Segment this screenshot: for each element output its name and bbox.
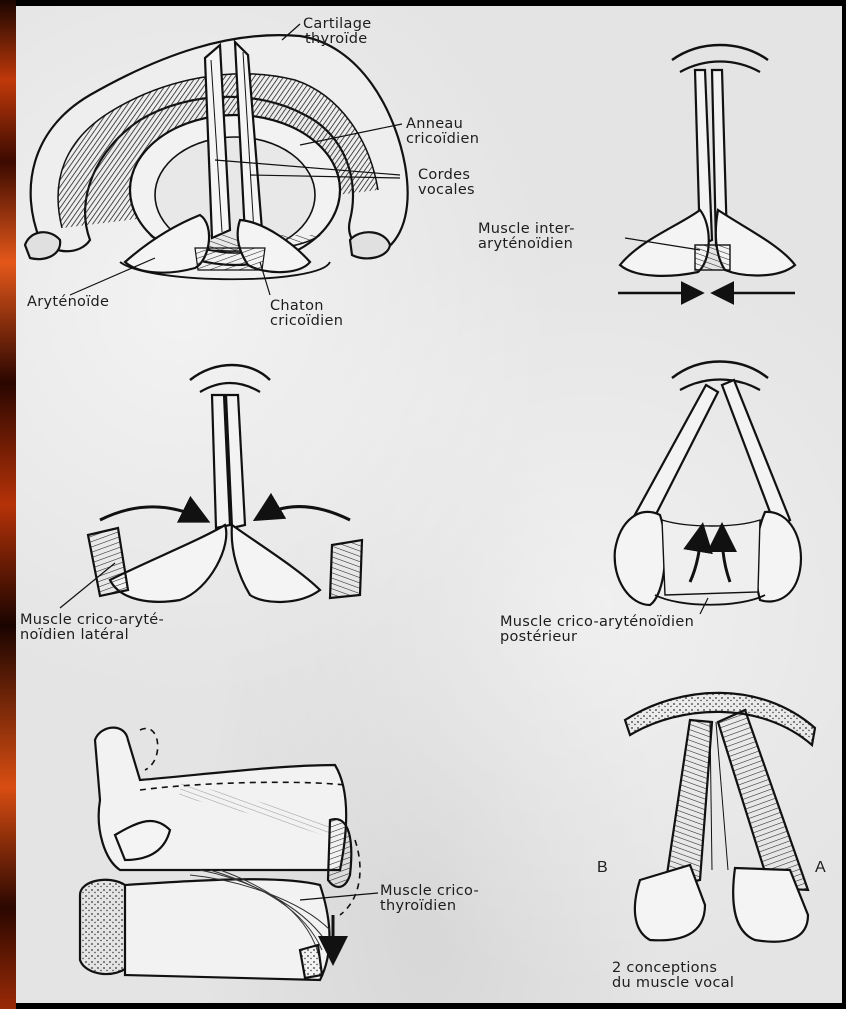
fig-larynx-top-view [25, 24, 408, 295]
label-letter-b: B [597, 859, 608, 877]
label-line: Muscle crico-aryté- [20, 613, 164, 628]
label-anneau-cricoidien: Anneau cricoïdien [406, 117, 479, 147]
label-line: 2 conceptions [612, 961, 734, 976]
label-cartilage-thyroide: Cartilage thyroïde [303, 17, 371, 47]
label-line: Cartilage [303, 17, 371, 32]
fig-inter-arytenoid [618, 45, 795, 293]
label-line: postérieur [500, 630, 694, 645]
fig-crico-thyroid-lateral [80, 728, 378, 980]
label-line: Cordes [418, 168, 475, 183]
label-line: Chaton [270, 299, 343, 314]
label-line: thyroïdien [380, 899, 479, 914]
label-crico-thyroidien: Muscle crico- thyroïdien [380, 884, 479, 914]
label-muscle-inter-arytenoidien: Muscle inter- aryténoïdien [478, 222, 575, 252]
label-line: Muscle crico-aryténoïdien [500, 615, 694, 630]
label-line: cricoïdien [270, 314, 343, 329]
label-line: Aryténoïde [27, 295, 109, 310]
fig-posterior-crico-arytenoid [615, 362, 801, 615]
fig-lateral-crico-arytenoid [60, 365, 362, 608]
label-line: Muscle inter- [478, 222, 575, 237]
label-chaton-cricoidien: Chaton cricoïdien [270, 299, 343, 329]
label-line: aryténoïdien [478, 237, 575, 252]
fig-vocal-muscle-conceptions [625, 693, 815, 942]
label-crico-arytenoidien-lateral: Muscle crico-aryté- noïdien latéral [20, 613, 164, 643]
label-line: cricoïdien [406, 132, 479, 147]
label-cordes-vocales: Cordes vocales [418, 168, 475, 198]
label-crico-arytenoidien-posterieur: Muscle crico-aryténoïdien postérieur [500, 615, 694, 645]
label-line: du muscle vocal [612, 976, 734, 991]
label-conceptions-muscle-vocal: 2 conceptions du muscle vocal [612, 961, 734, 991]
label-line: noïdien latéral [20, 628, 164, 643]
label-line: thyroïde [303, 32, 371, 47]
label-line: Muscle crico- [380, 884, 479, 899]
label-letter-a: A [815, 859, 826, 877]
label-line: Anneau [406, 117, 479, 132]
label-line: vocales [418, 183, 475, 198]
label-arytenoide: Aryténoïde [27, 295, 109, 310]
